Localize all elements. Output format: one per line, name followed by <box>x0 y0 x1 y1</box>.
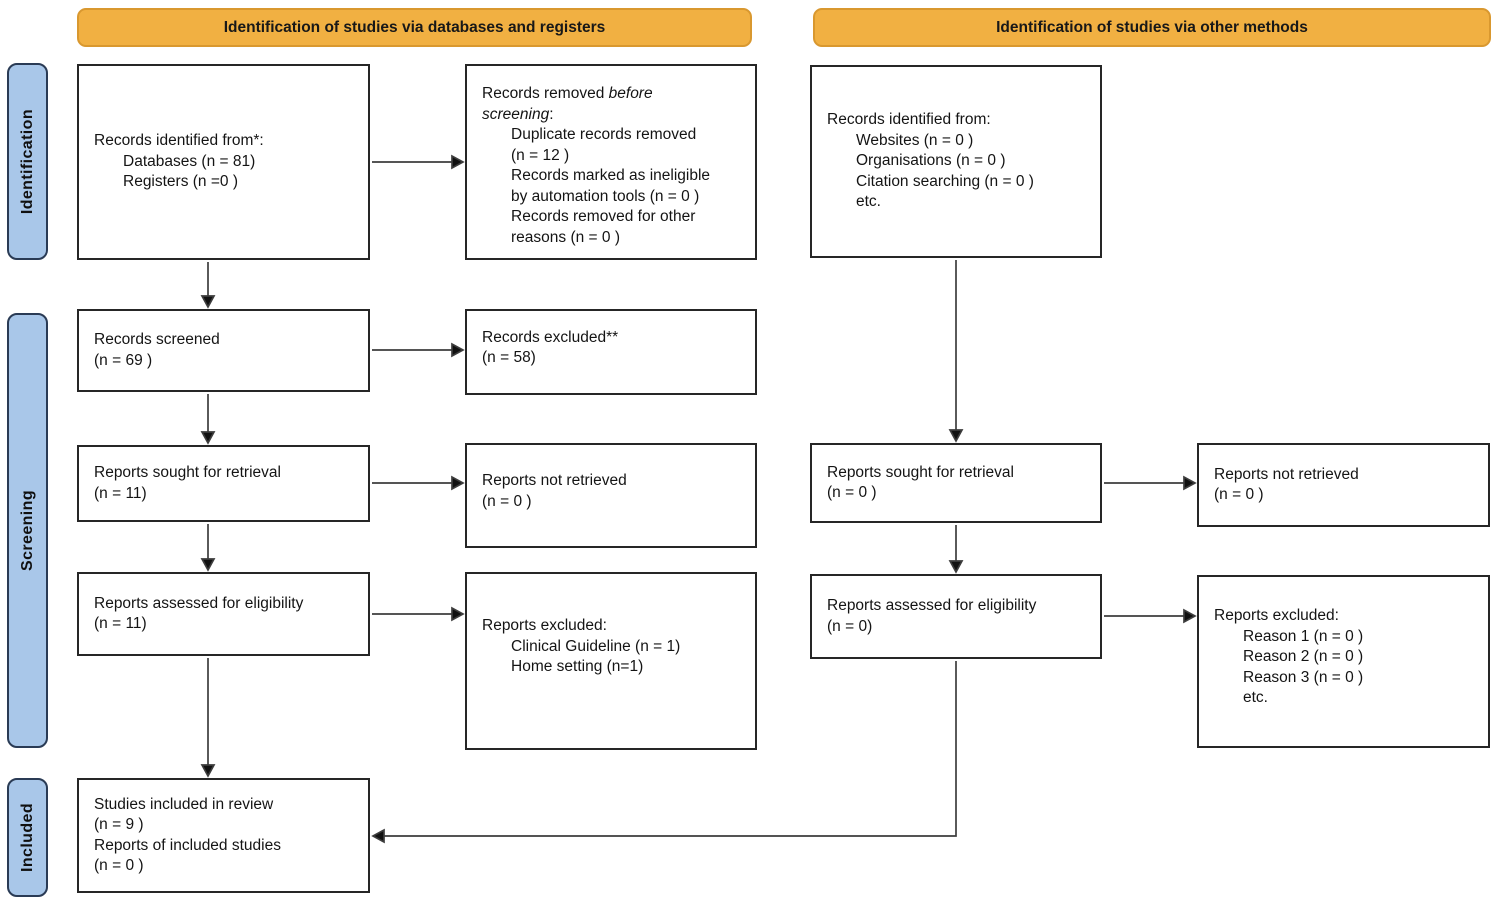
box-line: Websites (n = 0 ) <box>856 131 974 149</box>
arrow-sought-to-not-retrieved-db <box>372 475 465 491</box>
stage-label-identification: Identification <box>18 108 36 215</box>
arrow-identified-to-removed <box>372 154 465 170</box>
box-line: Reports assessed for eligibility <box>827 597 1037 614</box>
box-line: Databases (n = 81) <box>123 152 256 170</box>
box-line: (n = 12 ) <box>511 146 570 164</box>
box-line: by automation tools (n = 0 ) <box>511 187 700 205</box>
stage-pill-identification: Identification <box>7 63 48 260</box>
box-reports-excluded-other: Reports excluded: Reason 1 (n = 0 ) Reas… <box>1197 575 1490 748</box>
box-line: (n = 11) <box>94 484 147 502</box>
box-line: etc. <box>1243 689 1268 707</box>
box-line: Home setting (n=1) <box>511 658 644 676</box>
box-line: Records identified from*: <box>94 132 264 150</box>
box-line: (n = 69 ) <box>94 351 153 369</box>
box-records-identified-databases: Records identified from*: Databases (n =… <box>77 64 370 260</box>
box-line: Reports sought for retrieval <box>94 464 281 481</box>
arrow-identified-to-screened <box>200 262 216 309</box>
box-line: Reason 3 (n = 0 ) <box>1243 668 1364 686</box>
arrow-screened-to-excluded <box>372 342 465 358</box>
box-line: (n = 9 ) <box>94 816 144 833</box>
box-line: Reports excluded: <box>1214 607 1339 625</box>
stage-label-included: Included <box>18 803 36 872</box>
box-reports-not-retrieved-databases: Reports not retrieved (n = 0 ) <box>465 443 757 548</box>
box-reports-not-retrieved-other: Reports not retrieved (n = 0 ) <box>1197 443 1490 527</box>
box-line: (n = 0 ) <box>482 492 532 510</box>
box-line: Records identified from: <box>827 111 991 129</box>
stage-pill-included: Included <box>7 778 48 897</box>
box-line: etc. <box>856 193 881 211</box>
box-line: Reason 1 (n = 0 ) <box>1243 627 1364 645</box>
box-line: Organisations (n = 0 ) <box>856 152 1006 170</box>
box-records-removed-before-screening: Records removed before screening: Duplic… <box>465 64 757 260</box>
box-line: (n = 58) <box>482 349 536 366</box>
box-line: (n = 11) <box>94 615 147 632</box>
box-line: Reports not retrieved <box>1214 465 1359 483</box>
box-records-excluded: Records excluded** (n = 58) <box>465 309 757 395</box>
box-records-screened: Records screened (n = 69 ) <box>77 309 370 392</box>
box-line: Reports of included studies <box>94 836 281 854</box>
arrow-assessed-to-excluded-db <box>372 606 465 622</box>
box-line: Records marked as ineligible <box>511 167 711 184</box>
box-reports-sought-databases: Reports sought for retrieval (n = 11) <box>77 445 370 522</box>
box-line: (n = 0 ) <box>1214 486 1264 503</box>
box-reports-excluded-databases: Reports excluded: Clinical Guideline (n … <box>465 572 757 750</box>
box-line: Records excluded** <box>482 328 619 346</box>
box-line: Registers (n =0 ) <box>123 173 239 191</box>
box-line: reasons (n = 0 ) <box>511 228 620 246</box>
box-reports-assessed-databases: Reports assessed for eligibility (n = 11… <box>77 572 370 656</box>
box-studies-included: Studies included in review (n = 9 ) Repo… <box>77 778 370 893</box>
banner-databases-registers: Identification of studies via databases … <box>77 8 752 47</box>
box-line: Clinical Guideline (n = 1) <box>511 637 681 655</box>
box-records-identified-other: Records identified from: Websites (n = 0… <box>810 65 1102 258</box>
arrow-sought-to-not-retrieved-other <box>1104 475 1197 491</box>
arrow-other-sought-to-assessed <box>948 525 964 574</box>
box-line: Citation searching (n = 0 ) <box>856 172 1034 190</box>
banner-other-methods: Identification of studies via other meth… <box>813 8 1491 47</box>
stage-pill-screening: Screening <box>7 313 48 748</box>
box-line: (n = 0) <box>827 617 873 635</box>
arrow-assessed-to-excluded-other <box>1104 608 1197 624</box>
box-line: Records screened <box>94 331 220 348</box>
box-line: Studies included in review <box>94 795 274 813</box>
box-line: Reports sought for retrieval <box>827 463 1014 481</box>
arrow-other-identified-to-sought <box>948 260 964 443</box>
box-line: Records removed for other <box>511 208 696 225</box>
box-line: screening: <box>482 105 554 123</box>
box-line: (n = 0 ) <box>94 857 144 874</box>
box-line: Reason 2 (n = 0 ) <box>1243 648 1364 666</box>
box-line: Records removed before <box>482 85 653 102</box>
box-line: (n = 0 ) <box>827 484 877 501</box>
arrow-assessed-to-included <box>200 658 216 778</box>
stage-label-screening: Screening <box>18 490 36 571</box>
arrow-screened-to-sought <box>200 394 216 445</box>
box-reports-sought-other: Reports sought for retrieval (n = 0 ) <box>810 443 1102 523</box>
box-line: Duplicate records removed <box>511 126 697 143</box>
arrow-sought-to-assessed-db <box>200 524 216 572</box>
box-line: Reports assessed for eligibility <box>94 594 304 612</box>
box-line: Reports not retrieved <box>482 472 627 489</box>
box-reports-assessed-other: Reports assessed for eligibility (n = 0) <box>810 574 1102 659</box>
box-line: Reports excluded: <box>482 617 607 635</box>
